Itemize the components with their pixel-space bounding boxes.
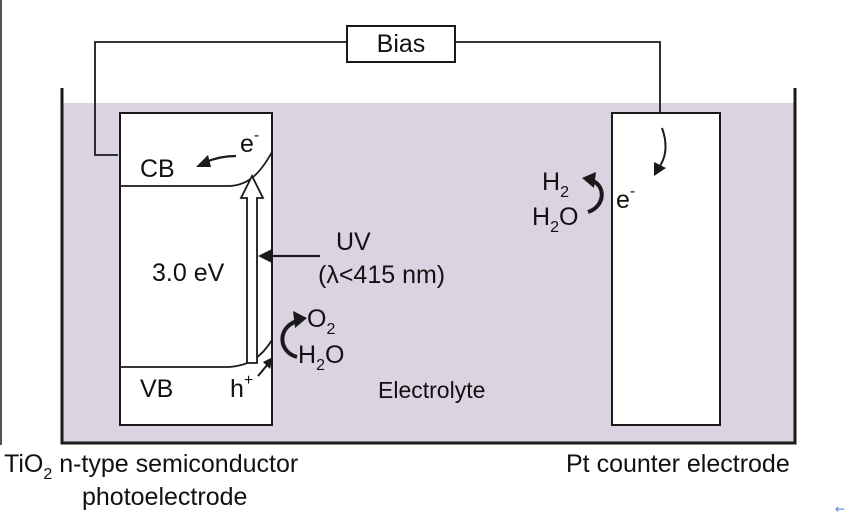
water-reduction-label: H2O	[532, 203, 578, 236]
cb-label: CB	[140, 155, 175, 183]
photoelectron-label: e-	[240, 127, 259, 158]
uv-label: UV	[336, 228, 371, 256]
water-oxidation-label: H2O	[298, 341, 344, 374]
hydrogen-label: H2	[542, 168, 569, 201]
bias-box	[346, 25, 456, 63]
electron-arrowhead	[196, 155, 211, 167]
hole-label: h+	[230, 372, 253, 403]
electrolyte-label: Electrolyte	[378, 377, 485, 403]
bias-label: Bias	[377, 30, 426, 58]
uv-arrowhead	[258, 249, 272, 263]
oxygen-evolution-arrowhead	[293, 311, 307, 328]
oxygen-label: O2	[307, 305, 335, 338]
uv-wavelength-label: (λ<415 nm)	[318, 261, 445, 289]
hole-arrowhead	[263, 357, 273, 369]
counter-electron-arrowhead	[654, 162, 666, 176]
counter-electrode	[611, 112, 721, 426]
counter-electron-arrow	[659, 127, 667, 167]
photoelectrode-caption-line1: TiO2 n-type semiconductor	[4, 450, 298, 483]
return-arrow-icon: ←	[835, 502, 845, 516]
circuit-wire-right	[455, 41, 661, 112]
photoelectrode-caption-line2: photoelectrode	[82, 483, 247, 511]
oxygen-evolution-arrow	[280, 318, 301, 359]
band-gap-arrow	[239, 173, 265, 364]
counter-electrode-caption: Pt counter electrode	[566, 450, 790, 478]
hole-arrow	[257, 363, 269, 377]
circuit-wire-left	[94, 41, 347, 156]
counter-electron-label: e-	[616, 183, 635, 214]
vb-label: VB	[140, 375, 173, 403]
cell-container	[60, 88, 797, 445]
hydrogen-evolution-arrowhead	[582, 172, 596, 188]
band-gap-label: 3.0 eV	[152, 259, 225, 287]
